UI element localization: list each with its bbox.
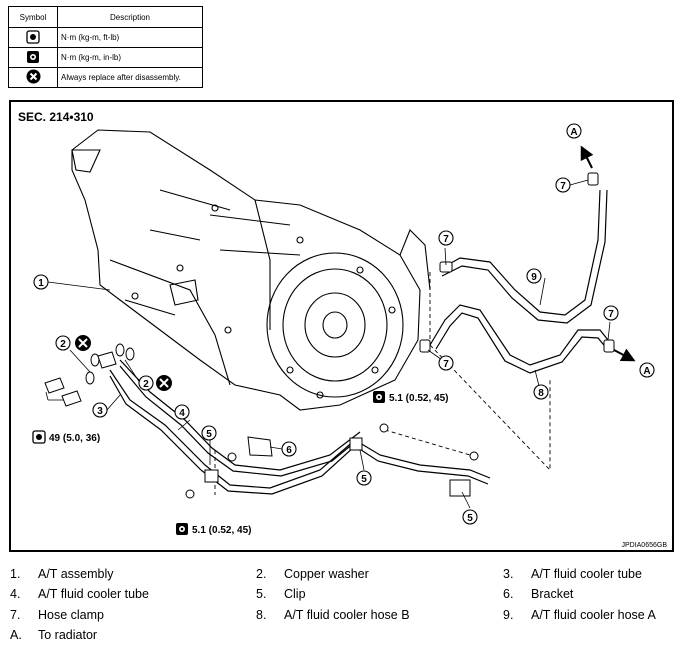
callout-7: 7 [438, 355, 454, 371]
symbol-description: Always replace after disassembly. [57, 67, 203, 88]
legend-item: 3.A/T fluid cooler tube [503, 567, 642, 581]
cooler-tubes [109, 359, 491, 495]
callout-5: 5 [201, 425, 217, 441]
callout-7: 7 [603, 305, 619, 321]
torque-wrench-icon [32, 430, 46, 444]
callout-5: 5 [356, 470, 372, 486]
svg-text:5.1 (0.52, 45): 5.1 (0.52, 45) [192, 525, 251, 536]
svg-text:4: 4 [179, 408, 185, 419]
svg-text:5: 5 [206, 429, 212, 440]
callout-6: 6 [281, 441, 297, 457]
svg-text:2: 2 [143, 379, 149, 390]
torque-wrench-small-icon [27, 50, 39, 63]
callout-8: 8 [533, 384, 549, 400]
callout-a: A [566, 123, 582, 139]
hose-clamps [419, 172, 615, 353]
bolts-and-washers [44, 343, 135, 407]
svg-text:49 (5.0, 36): 49 (5.0, 36) [49, 433, 100, 444]
callout-7: 7 [555, 177, 571, 193]
legend-item: 9.A/T fluid cooler hose A [503, 608, 656, 622]
svg-text:1: 1 [38, 278, 44, 289]
legend-item: 1.A/T assembly [10, 567, 114, 581]
replace-x-icon [156, 375, 172, 391]
svg-text:7: 7 [560, 181, 566, 192]
to-radiator-arrow [613, 348, 636, 362]
torque-wrench-icon [26, 29, 40, 44]
legend-item: 8.A/T fluid cooler hose B [256, 608, 410, 622]
svg-text:5: 5 [467, 513, 473, 524]
replace-x-icon [26, 69, 40, 84]
torque-spec-5-1-top: 5.1 (0.52, 45) [373, 391, 448, 404]
torque-wrench-small-icon [373, 391, 385, 403]
legend-item: 2.Copper washer [256, 567, 369, 581]
legend-item: 6.Bracket [503, 587, 574, 601]
legend-item: A.To radiator [10, 628, 98, 642]
to-radiator-arrow [580, 145, 594, 169]
legend-item: 4.A/T fluid cooler tube [10, 587, 149, 601]
callout-4: 4 [174, 404, 190, 420]
svg-text:2: 2 [60, 339, 66, 350]
svg-text:7: 7 [608, 309, 614, 320]
callout-circles: 1 2 2 3 4 5 5 5 6 7 7 7 7 8 9 A A [33, 123, 655, 525]
torque-spec-49: 49 (5.0, 36) [32, 430, 100, 444]
torque-wrench-small-icon [176, 523, 188, 535]
callout-7: 7 [438, 230, 454, 246]
bracket-and-clips [185, 423, 479, 499]
svg-text:5: 5 [361, 474, 367, 485]
legend-item: 5.Clip [256, 587, 306, 601]
svg-text:A: A [643, 366, 650, 377]
section-label: SEC. 214•310 [18, 110, 94, 124]
callout-a: A [639, 362, 655, 378]
svg-text:A: A [570, 127, 577, 138]
symbol-table: Symbol Description N·m (kg-m, ft-lb) N·m… [8, 6, 203, 88]
svg-text:7: 7 [443, 234, 449, 245]
symbol-row: Always replace after disassembly. [8, 67, 203, 88]
callout-2: 2 [55, 335, 71, 351]
svg-text:9: 9 [531, 272, 537, 283]
callout-5: 5 [462, 509, 478, 525]
callout-9: 9 [526, 268, 542, 284]
svg-text:8: 8 [538, 388, 544, 399]
callout-3: 3 [92, 402, 108, 418]
svg-text:5.1 (0.52, 45): 5.1 (0.52, 45) [389, 393, 448, 404]
replace-x-icon [75, 335, 91, 351]
svg-text:6: 6 [286, 445, 292, 456]
svg-text:7: 7 [443, 359, 449, 370]
callout-2: 2 [138, 375, 154, 391]
torque-spec-5-1-bottom: 5.1 (0.52, 45) [176, 523, 251, 536]
callout-1: 1 [33, 274, 49, 290]
diagram-frame [9, 100, 674, 552]
legend-item: 7.Hose clamp [10, 608, 104, 622]
symbol-table-header: Symbol Description [8, 6, 203, 28]
svg-text:3: 3 [97, 406, 103, 417]
cooler-hoses [429, 189, 613, 374]
figure-code: JPDIA0656GB [621, 542, 667, 549]
at-assembly-drawing [71, 129, 431, 411]
symbol-row: N·m (kg-m, ft-lb) [8, 27, 203, 48]
